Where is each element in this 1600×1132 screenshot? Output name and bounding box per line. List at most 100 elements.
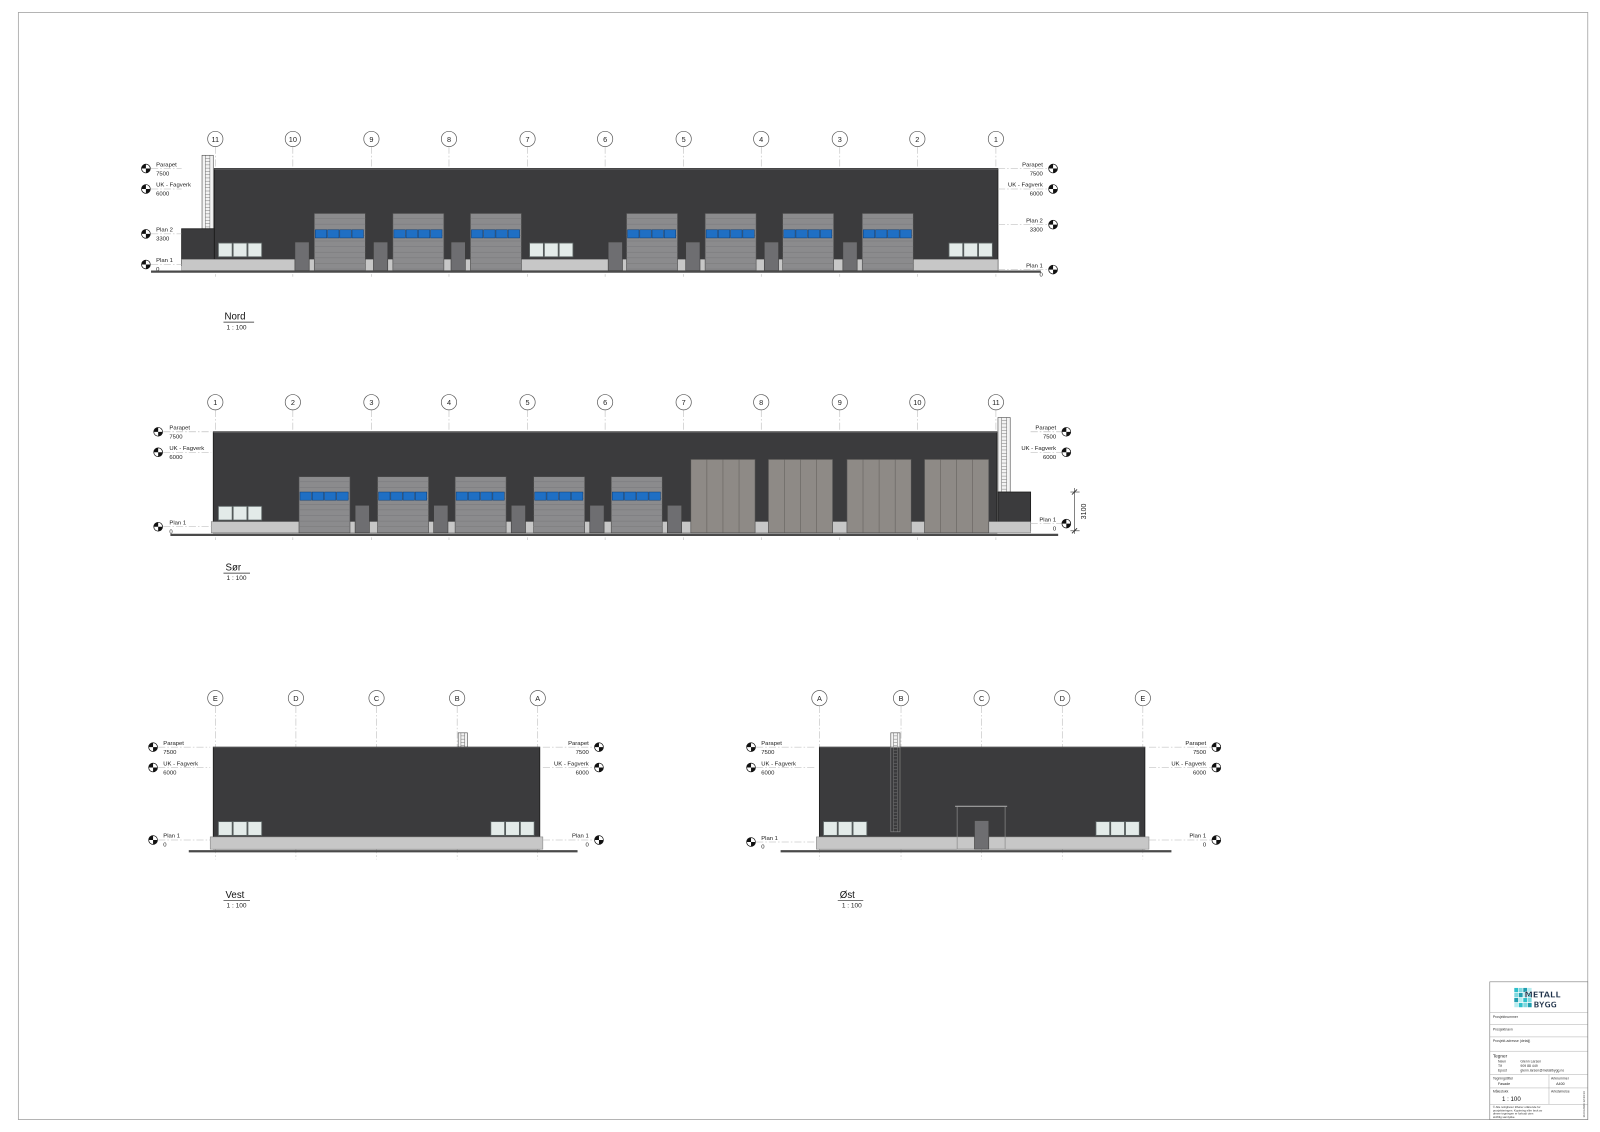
door-window <box>887 229 900 239</box>
grid-bubble <box>519 130 536 147</box>
datum-quadrant <box>148 763 154 768</box>
door-leaf <box>298 476 351 534</box>
grid-label: A <box>535 694 540 703</box>
logo-square <box>1518 1002 1523 1008</box>
logo-square <box>1527 1002 1532 1008</box>
window-pane <box>543 242 559 258</box>
window <box>948 242 993 258</box>
level-datum-symbol <box>746 762 756 773</box>
door-window <box>730 229 743 239</box>
logo-square <box>1527 997 1532 1003</box>
door-window <box>899 229 912 239</box>
datum-quadrant <box>1048 265 1054 270</box>
datum-quadrant <box>141 229 146 234</box>
view-title: Vest <box>226 890 245 901</box>
level-datum-symbol <box>153 427 163 437</box>
overhead-door <box>861 213 914 271</box>
datum-quadrant <box>594 763 599 768</box>
level-name: Parapet <box>1035 426 1056 432</box>
window-pane <box>558 242 574 258</box>
datum-quadrant <box>1061 447 1067 453</box>
datum-quadrant <box>1048 164 1054 169</box>
dimension-tick <box>1071 527 1078 534</box>
window-pane <box>247 242 263 258</box>
door-window <box>471 229 484 239</box>
grid-bubble <box>519 394 536 411</box>
email-label: Epost <box>1498 1069 1507 1073</box>
grid-label: 10 <box>289 135 297 144</box>
door-window <box>339 229 352 239</box>
logo-square <box>1527 992 1532 998</box>
door-window <box>534 491 547 501</box>
grid-label: 4 <box>759 135 763 144</box>
window-pane <box>948 242 964 258</box>
door-window <box>415 491 427 501</box>
ladder-frame <box>890 732 901 748</box>
level-datum-symbol <box>594 762 604 773</box>
datum-quadrant <box>158 526 163 532</box>
datum-quadrant <box>145 168 151 173</box>
datum-quadrant <box>746 763 752 768</box>
door-window <box>315 229 327 239</box>
window-pane <box>963 242 978 258</box>
datum-quadrant <box>1066 523 1071 529</box>
phone-label: Tlf <box>1498 1064 1502 1068</box>
level-value: 0 <box>169 529 173 535</box>
level-datum-symbol <box>1048 264 1058 275</box>
door-window <box>636 491 649 501</box>
datum-quadrant <box>1216 839 1221 845</box>
door-window <box>863 229 875 239</box>
level-name: Parapet <box>761 741 782 747</box>
grid-label: 6 <box>603 135 607 144</box>
level-name: Parapet <box>568 741 589 747</box>
window-pane <box>852 821 868 836</box>
datum-quadrant <box>153 522 159 527</box>
level-value: 7500 <box>1193 750 1207 756</box>
grid-label: 8 <box>447 135 451 144</box>
logo-square <box>1523 997 1528 1003</box>
logo-square <box>1523 1002 1528 1008</box>
grid-bubble <box>909 394 926 411</box>
sliding-door <box>846 459 912 534</box>
window-pane <box>232 821 248 836</box>
window <box>1095 821 1140 836</box>
grid-label: 2 <box>291 398 295 407</box>
level-value: 0 <box>1203 843 1207 849</box>
level-value: 7500 <box>163 750 177 756</box>
grid-bubble <box>753 394 770 411</box>
door-window <box>311 491 324 501</box>
grid-bubble <box>597 394 614 411</box>
datum-quadrant <box>153 427 159 432</box>
level-datum-symbol <box>1061 447 1072 457</box>
level-datum-symbol <box>141 163 151 174</box>
level-value: 6000 <box>1193 770 1207 776</box>
logo-square <box>1514 987 1519 993</box>
level-value: 7500 <box>576 750 590 756</box>
grid-bubble <box>363 394 380 411</box>
door-window <box>405 229 418 239</box>
datum-quadrant <box>1053 269 1058 274</box>
level-value: 7500 <box>169 435 183 441</box>
level-name: UK - Fagverk <box>1008 183 1043 189</box>
level-value: 6000 <box>761 770 775 776</box>
datum-quadrant <box>145 188 151 194</box>
view-scale: 1 : 100 <box>227 324 247 331</box>
logo-square <box>1518 987 1523 993</box>
door-window <box>430 229 443 239</box>
wall-ladder <box>890 746 901 833</box>
door-leaf <box>392 213 445 271</box>
service-door <box>589 504 605 534</box>
overhead-door <box>392 213 445 271</box>
window-pane <box>823 821 838 836</box>
grid-label: 11 <box>212 135 220 144</box>
grid-bubble <box>597 130 614 147</box>
door-window <box>327 229 340 239</box>
door-window <box>651 229 664 239</box>
datum-quadrant <box>1061 427 1067 432</box>
level-name: Plan 1 <box>1026 263 1043 269</box>
grid-bubble <box>675 130 692 147</box>
window-pane <box>529 242 544 258</box>
overhead-door <box>626 213 678 271</box>
window <box>217 242 263 258</box>
